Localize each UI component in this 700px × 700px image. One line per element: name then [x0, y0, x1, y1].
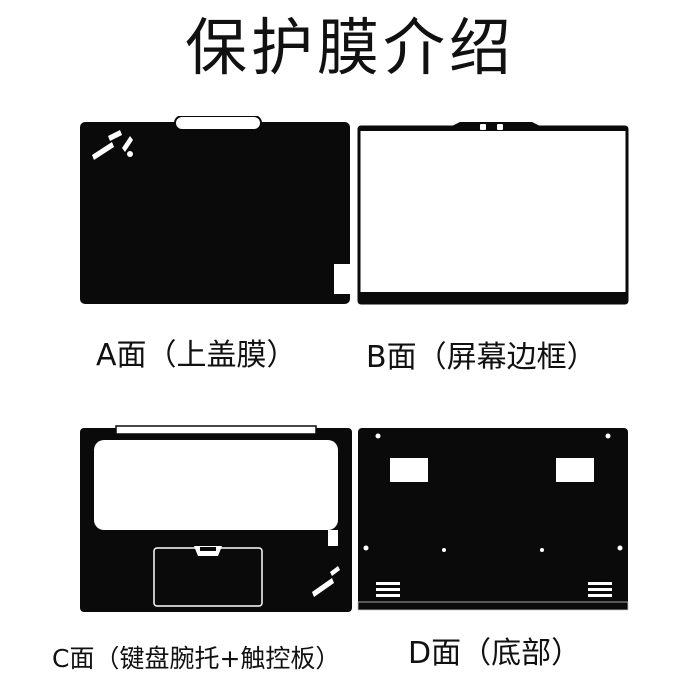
screw-hole — [540, 548, 544, 552]
hinge-gap-strip — [115, 425, 317, 435]
panel-b-bezel-film — [356, 116, 630, 308]
panel-d-bottom-film — [356, 420, 630, 614]
bezel-top-strip — [359, 127, 627, 131]
screw-hole — [617, 545, 623, 551]
vent-cutout — [556, 458, 594, 482]
caption-c: C面（键盘腕托+触控板） — [52, 644, 341, 673]
bezel-top-tab — [452, 122, 540, 126]
keyboard-cutout — [94, 440, 338, 530]
rubber-foot-cutout — [376, 582, 400, 597]
bottom-edge-lip — [357, 601, 629, 611]
camera-dot — [480, 124, 486, 130]
bezel-frame — [357, 125, 629, 305]
panel-a-lid-film — [80, 116, 352, 306]
trackpoint-button-cutout — [200, 547, 216, 551]
screw-hole — [605, 433, 611, 439]
screw-hole — [442, 548, 446, 552]
vent-cutout — [390, 458, 428, 482]
caption-b: B面（屏幕边框） — [366, 340, 597, 375]
hinge-tab-cutout — [334, 264, 352, 294]
logo-cutout — [92, 130, 133, 160]
touchpad-cutout — [153, 547, 263, 607]
lid-film-body — [80, 122, 350, 304]
logo-cutout — [312, 566, 340, 597]
rubber-foot-cutout — [588, 582, 612, 597]
camera-notch-cutout — [174, 116, 262, 131]
caption-a: A面（上盖膜） — [96, 338, 297, 373]
bezel-bottom-strip — [359, 292, 627, 303]
screw-hole — [363, 545, 369, 551]
keyboard-side-notch — [328, 530, 338, 546]
camera-dot — [497, 124, 503, 130]
screw-hole — [375, 433, 381, 439]
caption-d: D面（底部） — [408, 636, 582, 671]
panel-c-palmrest-film — [80, 420, 354, 614]
page-title: 保护膜介绍 — [184, 11, 515, 84]
